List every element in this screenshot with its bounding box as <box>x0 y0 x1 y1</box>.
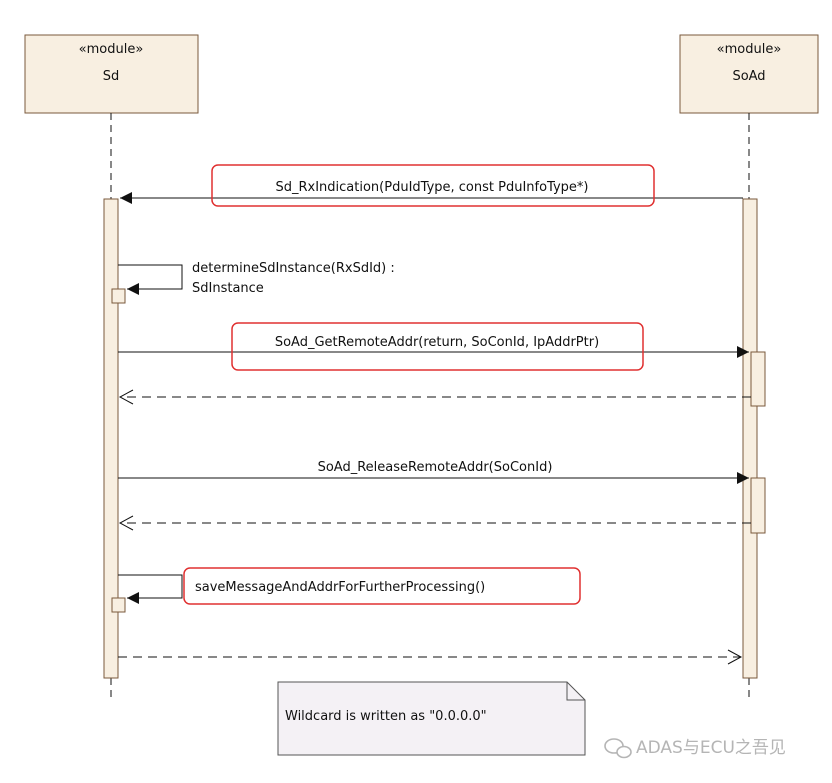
message-label-line1: determineSdInstance(RxSdId) : <box>192 261 395 276</box>
message-label: Sd_RxIndication(PduIdType, const PduInfo… <box>275 180 588 195</box>
wechat-icon <box>604 738 632 759</box>
sd-name: Sd <box>103 69 120 84</box>
message-save-message: saveMessageAndAddrForFurtherProcessing() <box>118 567 581 605</box>
message-label: SoAd_ReleaseRemoteAddr(SoConId) <box>318 460 553 475</box>
lifeline-sd: «module» Sd <box>24 34 199 114</box>
soad-name: SoAd <box>732 69 765 84</box>
message-release-remote-addr: SoAd_ReleaseRemoteAddr(SoConId) <box>118 460 749 484</box>
highlight-box <box>211 164 655 207</box>
sd-activation <box>103 198 119 679</box>
watermark: ADAS与ECU之吾见 <box>604 738 786 759</box>
message-label: saveMessageAndAddrForFurtherProcessing() <box>195 580 485 595</box>
note-text: Wildcard is written as "0.0.0.0" <box>285 709 487 724</box>
sd-self-activation-1 <box>111 288 126 304</box>
soad-stereotype: «module» <box>717 42 782 57</box>
soad-activation <box>742 198 758 679</box>
message-rx-indication: Sd_RxIndication(PduIdType, const PduInfo… <box>120 164 743 207</box>
return-release-remote-addr <box>118 515 751 531</box>
message-label: SoAd_GetRemoteAddr(return, SoConId, IpAd… <box>275 335 599 350</box>
watermark-text: ADAS与ECU之吾见 <box>636 738 786 758</box>
soad-activation-releaseremoteaddr <box>750 477 766 534</box>
highlight-box <box>231 322 644 371</box>
lifeline-soad: «module» SoAd <box>679 34 819 114</box>
note: Wildcard is written as "0.0.0.0" <box>277 681 586 756</box>
message-get-remote-addr: SoAd_GetRemoteAddr(return, SoConId, IpAd… <box>118 322 749 371</box>
highlight-box <box>183 567 581 605</box>
message-determine-instance: determineSdInstance(RxSdId) : SdInstance <box>118 261 395 296</box>
soad-activation-getremoteaddr <box>750 351 766 407</box>
return-final <box>118 649 743 665</box>
message-label-line2: SdInstance <box>192 281 264 296</box>
sd-stereotype: «module» <box>79 42 144 57</box>
return-get-remote-addr <box>118 389 751 405</box>
sd-self-activation-2 <box>111 597 126 613</box>
